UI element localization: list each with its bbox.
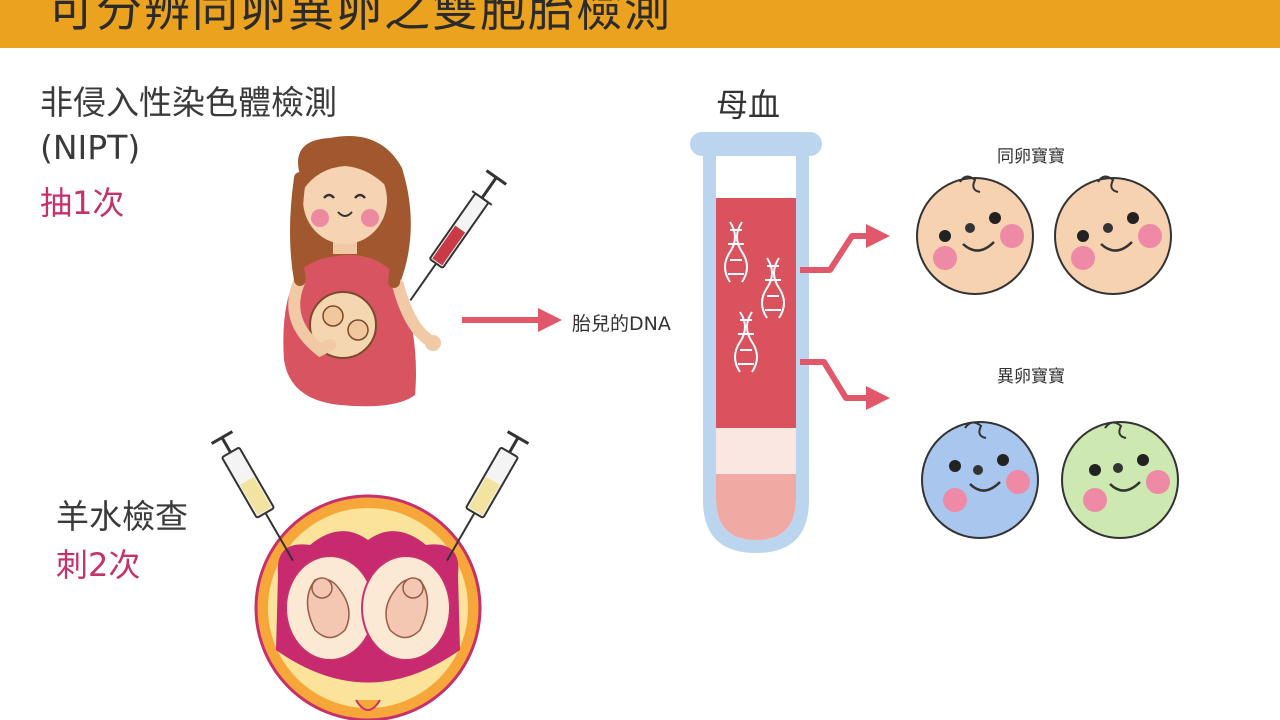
pregnant-woman-illustration [283, 136, 441, 407]
syringe-amnio-right-icon [446, 430, 530, 562]
syringe-blood-icon [409, 169, 508, 301]
fraternal-baby-green-icon [1061, 421, 1179, 539]
header-banner: 可分辨同卵異卵之雙胞胎檢測 [0, 0, 1280, 48]
syringe-amnio-left-icon [210, 430, 294, 562]
identical-baby-left-icon [916, 175, 1034, 295]
arrow-to-dna [462, 308, 562, 332]
identical-babies-label: 同卵寶寶 [997, 147, 1065, 167]
arrow-to-fraternal [800, 359, 868, 401]
blood-tube-icon [690, 132, 822, 553]
page-title: 可分辨同卵異卵之雙胞胎檢測 [48, 0, 672, 37]
arrow-head-identical [866, 224, 890, 248]
maternal-blood-label: 母血 [716, 86, 781, 124]
amnio-note: 刺2次 [56, 546, 141, 584]
nipt-note: 抽1次 [40, 184, 125, 222]
arrow-to-identical [800, 233, 868, 273]
amnio-title: 羊水檢查 [56, 497, 188, 536]
identical-baby-right-icon [1054, 175, 1172, 295]
nipt-title: 非侵入性染色體檢測 [40, 83, 337, 122]
arrow-head-fraternal [866, 386, 890, 410]
nipt-abbr: (NIPT) [40, 128, 141, 167]
fetal-dna-label: 胎兒的DNA [572, 313, 671, 335]
amniocentesis-illustration [254, 494, 482, 720]
fraternal-baby-blue-icon [921, 421, 1039, 539]
fraternal-babies-label: 異卵寶寶 [997, 367, 1065, 387]
